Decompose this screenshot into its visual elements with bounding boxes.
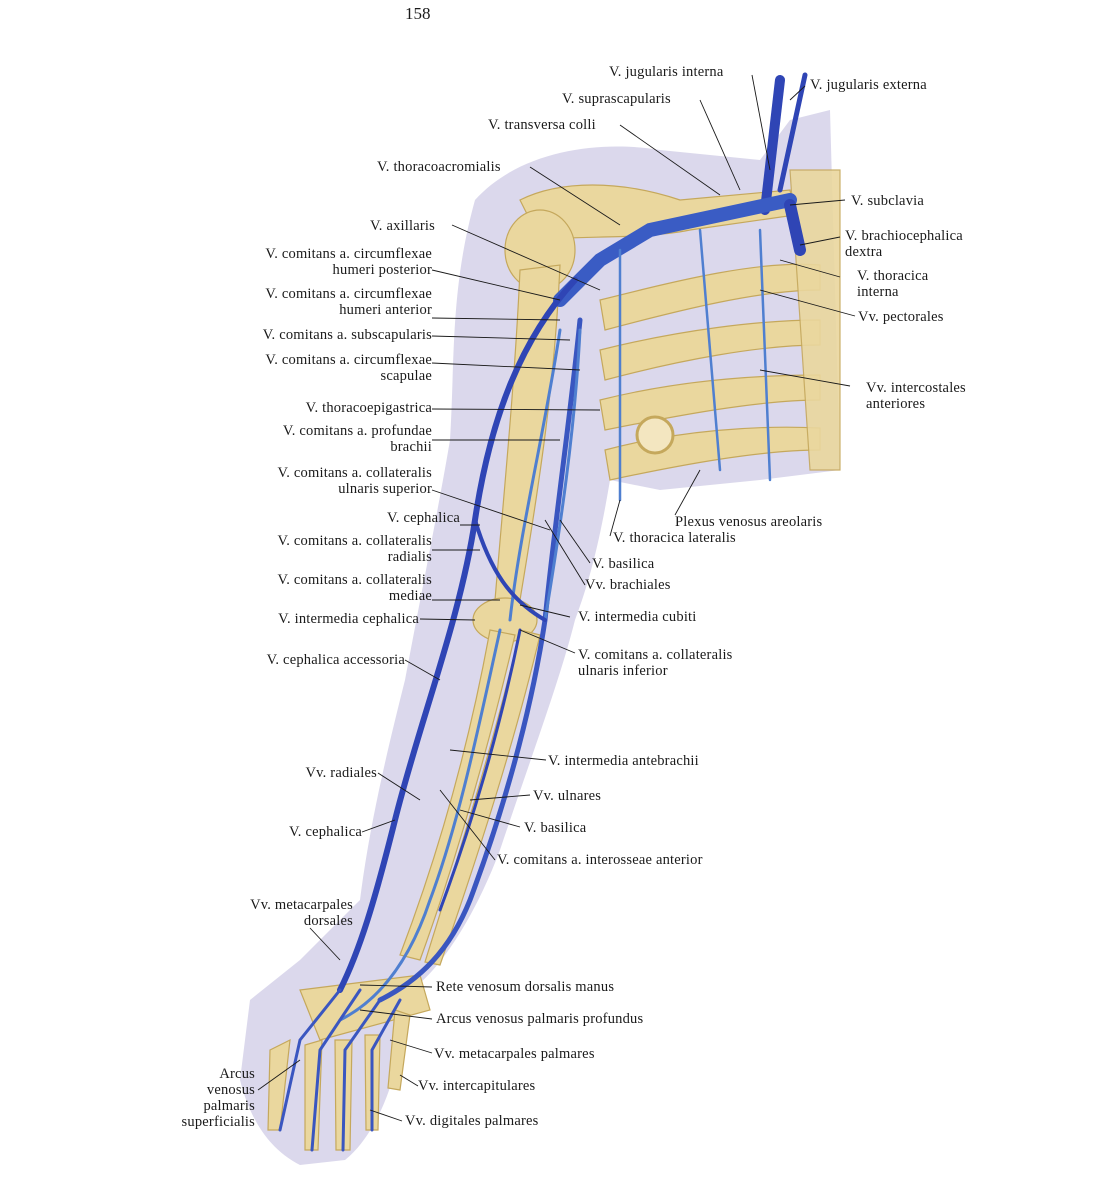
label-metacarpales-palmares: Vv. metacarpales palmares <box>434 1046 595 1062</box>
label-basilica-upper: V. basilica <box>592 556 655 572</box>
label-intercapitulares: Vv. intercapitulares <box>418 1078 536 1094</box>
label-pectorales: Vv. pectorales <box>858 309 944 325</box>
label-intermedia-antebrachii: V. intermedia antebrachii <box>548 753 699 769</box>
label-rete-venosum: Rete venosum dorsalis manus <box>436 979 615 995</box>
label-ulnares: Vv. ulnares <box>533 788 602 804</box>
label-interossea-anterior: V. comitans a. interosseae anterior <box>497 852 703 868</box>
label-radiales: Vv. radiales <box>305 765 377 781</box>
label-jugularis-interna: V. jugularis interna <box>609 64 724 80</box>
label-digitales-palmares: Vv. digitales palmares <box>405 1113 539 1129</box>
label-brachiales: Vv. brachiales <box>585 577 671 593</box>
label-intermedia-cubiti: V. intermedia cubiti <box>578 609 697 625</box>
label-basilica-lower: V. basilica <box>524 820 587 836</box>
label-thoracoepigastrica: V. thoracoepigastrica <box>305 400 432 416</box>
label-transversa-colli: V. transversa colli <box>488 117 596 133</box>
label-subscapularis: V. comitans a. subscapularis <box>262 327 432 343</box>
label-intermedia-cephalica: V. intermedia cephalica <box>278 611 419 627</box>
label-cephalica-upper: V. cephalica <box>387 510 460 526</box>
label-axillaris: V. axillaris <box>370 218 435 234</box>
label-suprascapularis: V. suprascapularis <box>562 91 671 107</box>
label-thoracoacromialis: V. thoracoacromialis <box>377 159 501 175</box>
label-thoracica-lateralis: V. thoracica lateralis <box>613 530 736 546</box>
label-cephalica-accessoria: V. cephalica accessoria <box>266 652 405 668</box>
label-subclavia: V. subclavia <box>851 193 925 209</box>
label-jugularis-externa: V. jugularis externa <box>810 77 927 93</box>
label-cephalica-lower: V. cephalica <box>289 824 362 840</box>
leader-lines <box>257 74 856 1122</box>
label-arcus-profundus: Arcus venosus palmaris profundus <box>436 1011 644 1027</box>
veins <box>278 72 808 1152</box>
page-number: 158 <box>405 4 431 23</box>
label-plexus-areolaris: Plexus venosus areolaris <box>675 514 823 530</box>
